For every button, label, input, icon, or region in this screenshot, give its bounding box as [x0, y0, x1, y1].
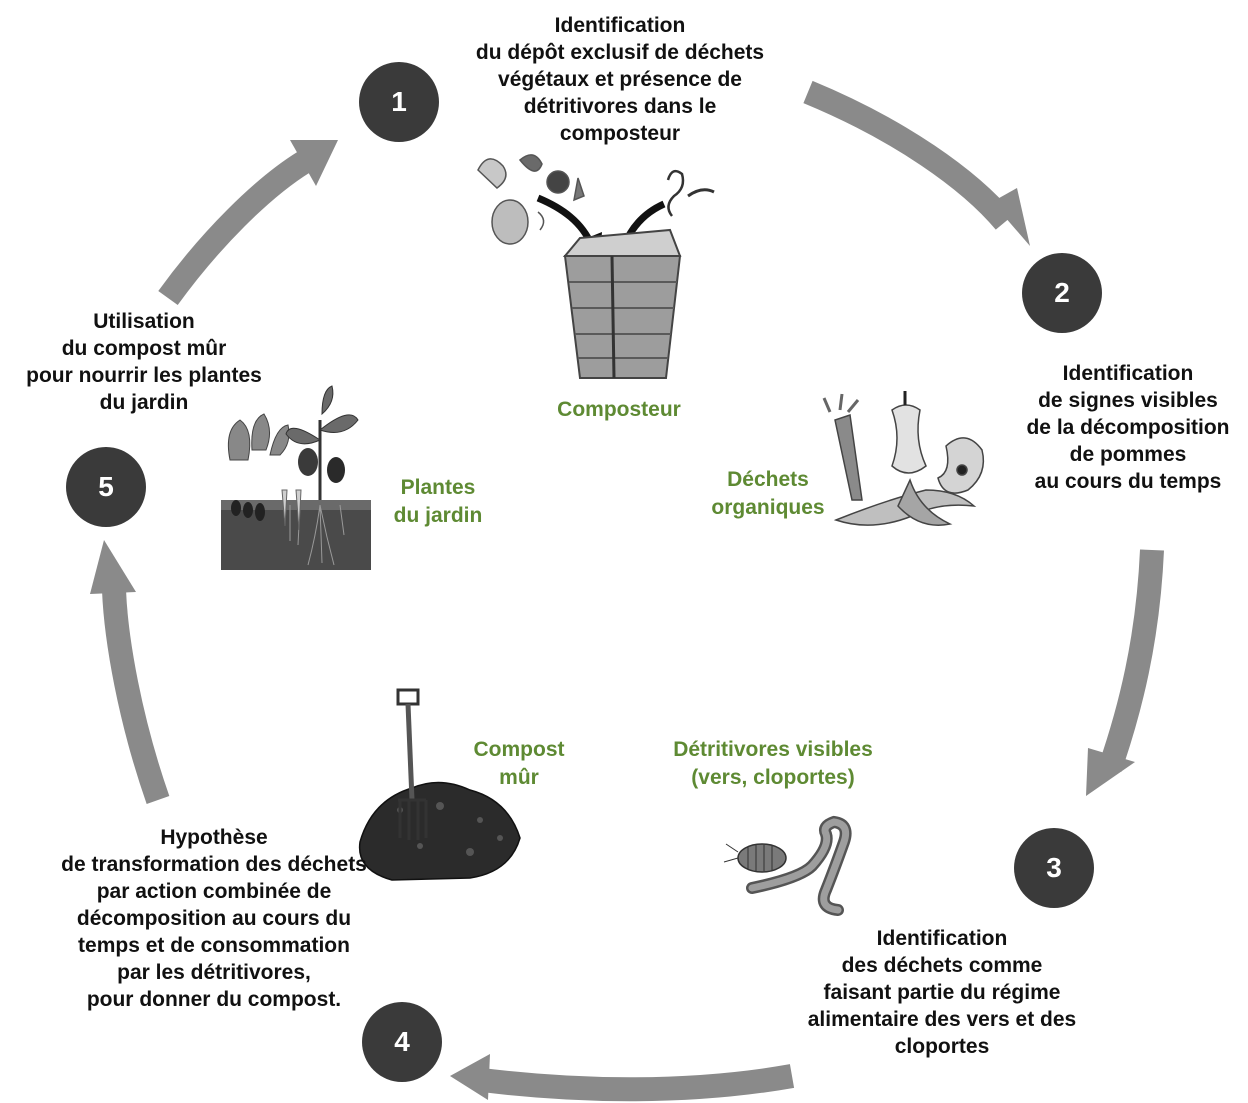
step-5-number: 5	[98, 471, 114, 502]
step-5-circle: 5	[66, 447, 146, 527]
arrow-1-to-2-shaft	[803, 80, 1015, 230]
step-2-circle: 2	[1022, 253, 1102, 333]
step-3-text: Identification des déchets comme faisant…	[807, 927, 1077, 1058]
step-3-circle: 3	[1014, 828, 1094, 908]
arrow-4-to-5-shaft	[102, 589, 170, 804]
step-2-number: 2	[1054, 277, 1070, 308]
arrow-4-to-5-head	[90, 540, 136, 594]
mature-compost-label: Compost mûr	[473, 738, 565, 789]
arrow-2-to-3-shaft	[1098, 549, 1164, 772]
garden-plants-label: Plantes du jardin	[393, 476, 483, 527]
arrow-1-to-2-head	[992, 188, 1030, 246]
arrow-5-to-1-head	[290, 140, 338, 186]
arrow-2-to-3-head	[1086, 748, 1135, 796]
step-1-text: Identification du dépôt exclusif de déch…	[475, 14, 765, 145]
arrow-3-to-4-head	[450, 1054, 490, 1100]
step-1-circle: 1	[359, 62, 439, 142]
step-3-number: 3	[1046, 852, 1062, 883]
detritivores-label: Détritivores visibles (vers, cloportes)	[673, 738, 873, 789]
step-5-text: Utilisation du compost mûr pour nourrir …	[26, 310, 262, 414]
arrow-3-to-4-shaft	[480, 1064, 795, 1102]
organic-waste-label: Déchets organiques	[711, 468, 825, 519]
composter-label: Composteur	[557, 398, 681, 421]
step-4-text: Hypothèse de transformation des déchets …	[61, 826, 367, 1011]
step-2-text: Identification de signes visibles de la …	[1026, 362, 1230, 493]
step-4-number: 4	[394, 1026, 410, 1057]
step-1-number: 1	[391, 86, 407, 117]
arrow-5-to-1-shaft	[158, 151, 311, 306]
step-4-circle: 4	[362, 1002, 442, 1082]
